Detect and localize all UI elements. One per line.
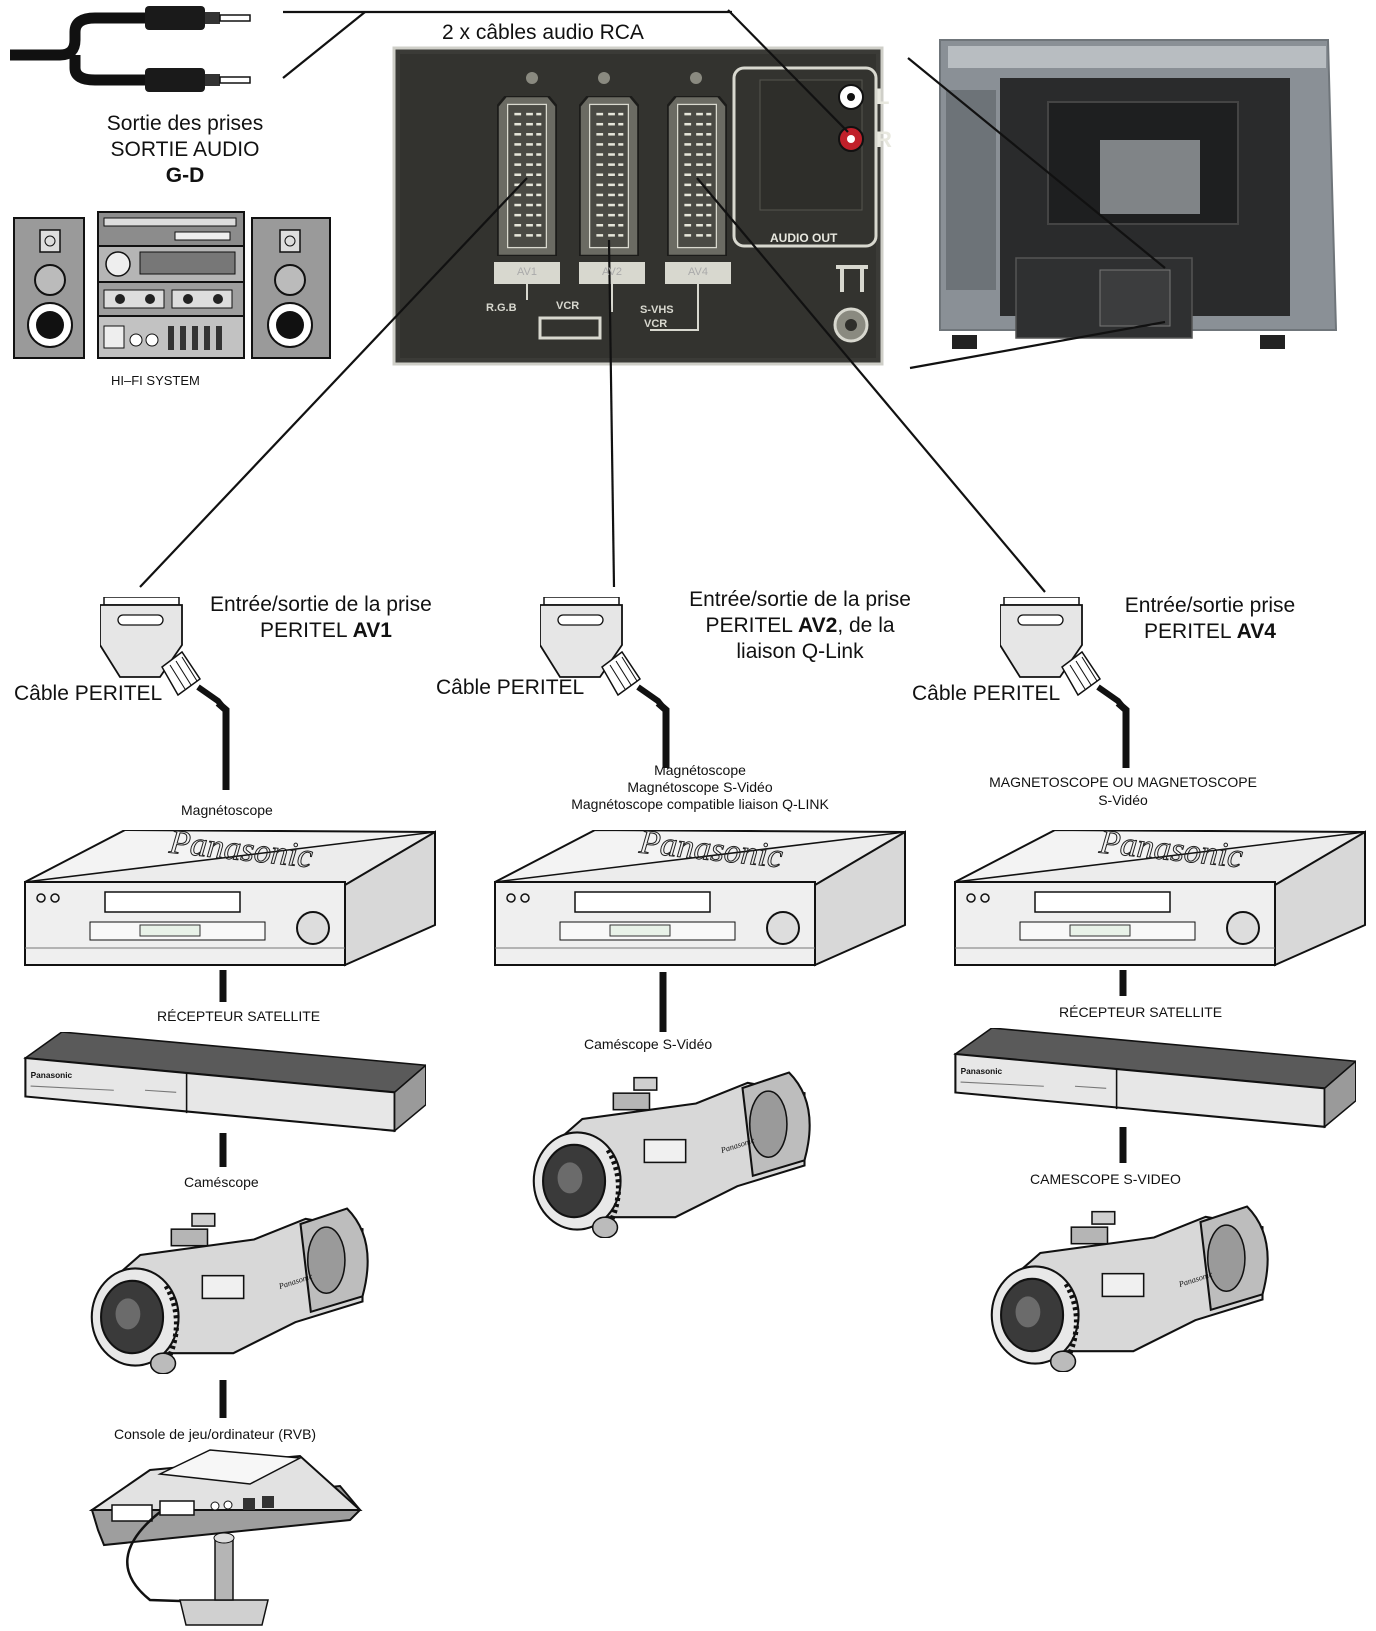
av1-port-prefix: PERITEL (260, 619, 353, 642)
tv-rear-panel (392, 46, 884, 366)
vcr-av4-icon (953, 830, 1367, 967)
av1-cable-label: Câble PERITEL (14, 682, 163, 705)
vcr-av2-icon (493, 830, 907, 967)
av4-vcr-line1: MAGNETOSCOPE OU MAGNETOSCOPE (989, 774, 1257, 790)
av2-vcr-line3: Magnétoscope compatible liaison Q-LINK (571, 796, 829, 812)
satellite-receiver-av4-icon (954, 1028, 1356, 1128)
av2-port-suffix: , de la (837, 614, 895, 637)
av1-port-line1: Entrée/sortie de la prise (210, 593, 432, 616)
rca-cable-icon (10, 6, 251, 92)
av2-cable-label: Câble PERITEL (436, 676, 585, 699)
av2-port-line2: PERITEL AV2, de la (670, 614, 930, 638)
camcorder-av4-icon (992, 1207, 1268, 1372)
av2-port-line1: Entrée/sortie de la prise (689, 588, 911, 611)
camcorder-av1-icon (92, 1209, 368, 1374)
av1-device-satellite: RÉCEPTEUR SATELLITE (157, 1008, 321, 1024)
panel-av4-label: AV4 (688, 266, 708, 278)
audio-out-panel-label: AUDIO OUT (770, 231, 838, 245)
av2-port-line3: liaison Q-Link (736, 640, 864, 663)
av4-port-line2: PERITEL AV4 (1100, 620, 1320, 644)
panel-av1-label: AV1 (517, 266, 537, 278)
game-console-icon (88, 1449, 363, 1626)
av4-vcr-line2: S-Vidéo (1098, 792, 1148, 808)
av2-port-bold: AV2 (798, 614, 838, 637)
av4-port-line1: Entrée/sortie prise (1124, 594, 1296, 617)
av1-device-vcr: Magnétoscope (181, 802, 273, 818)
panel-vcr-label: VCR (556, 300, 580, 312)
panel-svhs-label: S-VHS (640, 304, 674, 316)
av4-port-bold: AV4 (1236, 620, 1276, 643)
av2-port-prefix: PERITEL (705, 614, 799, 637)
audio-out-label-3: G-D (165, 164, 205, 187)
scart-lines (139, 177, 1046, 593)
vcr-av1-icon (23, 830, 437, 967)
av4-port-prefix: PERITEL (1144, 620, 1237, 643)
av4-cable-label: Câble PERITEL (912, 682, 1061, 705)
audio-cable-lines (282, 9, 1166, 370)
audio-out-label-1: Sortie des prises (106, 112, 264, 135)
av2-device-camcorder: Caméscope S-Vidéo (584, 1036, 713, 1052)
camcorder-av2-icon (534, 1073, 810, 1238)
av4-device-camcorder: CAMESCOPE S-VIDEO (1030, 1171, 1181, 1187)
thick-cables (215, 700, 1130, 1418)
av1-device-camcorder: Caméscope (184, 1174, 259, 1190)
av1-port-line2: PERITEL AV1 (260, 619, 392, 643)
av1-device-console: Console de jeu/ordinateur (RVB) (114, 1426, 317, 1442)
av1-port-bold: AV1 (352, 619, 392, 642)
av2-vcr-line2: Magnétoscope S-Vidéo (627, 779, 773, 795)
jack-r-label: R (876, 127, 892, 152)
tv-back-icon (934, 32, 1338, 349)
panel-rgb-label: R.G.B (486, 302, 517, 314)
rca-cable-label: 2 x câbles audio RCA (442, 21, 644, 44)
satellite-receiver-av1-icon (24, 1032, 426, 1132)
jack-l-label: L (876, 84, 890, 109)
panel-av2-label: AV2 (602, 266, 622, 278)
hifi-label: HI–FI SYSTEM (111, 373, 200, 388)
audio-out-label-2: SORTIE AUDIO (110, 138, 260, 161)
av2-vcr-line1: Magnétoscope (654, 762, 746, 778)
hifi-system-icon (13, 211, 331, 359)
panel-svhs-vcr-label: VCR (644, 318, 668, 330)
av4-device-satellite: RÉCEPTEUR SATELLITE (1059, 1004, 1223, 1020)
